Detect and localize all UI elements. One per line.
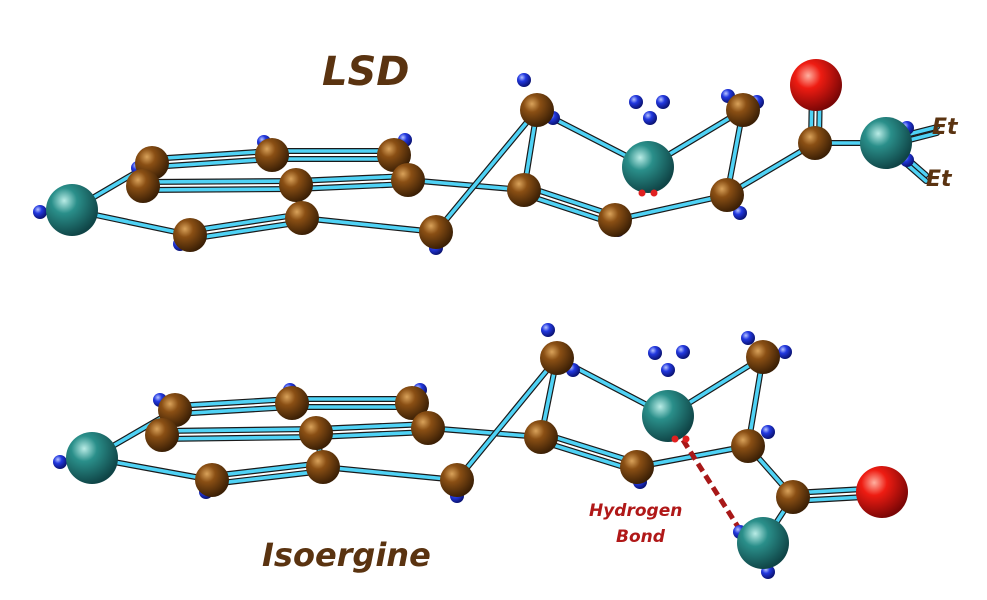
lsd-title: LSD: [322, 49, 410, 95]
lsd-carbon-atom: [255, 138, 289, 172]
lsd-bond: [434, 108, 539, 234]
lsd-carbon-atom: [377, 138, 411, 172]
hydrogen-bond-label-line2: Bond: [616, 527, 666, 547]
lsd-carbon-atom: [598, 203, 632, 237]
lsd-hydrogen-atom: [733, 206, 747, 220]
lsd-bond: [187, 212, 304, 233]
isoergine-carbon-atom: [195, 463, 229, 497]
lsd-oxygen-atom: [790, 59, 842, 111]
lsd-hydrogen-atom: [643, 111, 657, 125]
lsd-bond: [300, 216, 438, 234]
lsd-carbon-atom: [279, 168, 313, 202]
isoergine-bond: [172, 397, 294, 408]
isoergine-carbon-atom: [145, 418, 179, 452]
lsd-carbon-atom: [520, 93, 554, 127]
isoergine-lone-pair-dot: [682, 435, 690, 443]
isoergine-bond: [540, 431, 640, 465]
lsd-lone-pair-dot: [638, 189, 646, 197]
lsd-carbon-atom: [126, 169, 160, 203]
lsd-bond: [149, 149, 274, 161]
lsd-lone-pair-dot: [650, 189, 658, 197]
lsd-et-label-top: Et: [932, 115, 959, 140]
lsd-carbon-atom: [173, 218, 207, 252]
isoergine-nitrogen-atom: [642, 390, 694, 442]
isoergine-nitrogen-atom: [737, 517, 789, 569]
isoergine-hydrogen-atom: [761, 425, 775, 439]
lsd-bond: [406, 178, 526, 192]
lsd-carbon-atom: [507, 173, 541, 207]
lsd-carbon-atom: [710, 178, 744, 212]
isoergine-carbon-atom: [306, 450, 340, 484]
lsd-hydrogen-atom: [517, 73, 531, 87]
lsd-bond: [188, 220, 305, 241]
isoergine-carbon-atom: [776, 480, 810, 514]
isoergine-lone-pair-dot: [671, 435, 679, 443]
isoergine-carbon-atom: [524, 420, 558, 454]
isoergine-bond: [426, 426, 543, 439]
atoms-layer: [33, 59, 914, 579]
lsd-bond: [141, 187, 298, 192]
lsd-bond: [294, 174, 410, 183]
lsd-nitrogen-atom: [860, 117, 912, 169]
isoergine-hydrogen-atom: [541, 323, 555, 337]
isoergine-bond: [173, 405, 295, 416]
isoergine-carbon-atom: [620, 450, 654, 484]
isoergine-bond: [314, 430, 430, 439]
lsd-bond: [294, 182, 410, 191]
isoergine-hydrogen-atom: [53, 455, 67, 469]
isoergine-title: Isoergine: [262, 536, 431, 574]
isoergine-oxygen-atom: [856, 466, 908, 518]
lsd-nitrogen-atom: [46, 184, 98, 236]
isoergine-bond: [160, 427, 318, 433]
isoergine-hydrogen-atom: [741, 331, 755, 345]
lsd-carbon-atom: [798, 126, 832, 160]
isoergine-carbon-atom: [158, 393, 192, 427]
isoergine-carbon-atom: [440, 463, 474, 497]
hydrogen-bond-line: [680, 438, 743, 532]
hydrogen-bond-label-line1: Hydrogen: [589, 501, 682, 521]
isoergine-hydrogen-atom: [676, 345, 690, 359]
isoergine-bond: [160, 435, 318, 441]
isoergine-bond: [538, 439, 638, 473]
isoergine-bond: [314, 422, 430, 431]
lsd-bond: [150, 157, 275, 169]
lsd-hydrogen-atom: [629, 95, 643, 109]
isoergine-bond: [455, 356, 559, 482]
isoergine-hydrogen-atom: [778, 345, 792, 359]
lsd-carbon-atom: [285, 201, 319, 235]
isoergine-hydrogen-atom: [648, 346, 662, 360]
lsd-nitrogen-atom: [622, 141, 674, 193]
isoergine-bond: [210, 469, 326, 486]
isoergine-carbon-atom: [731, 429, 765, 463]
lsd-et-label-bottom: Et: [926, 167, 953, 192]
isoergine-hydrogen-atom: [661, 363, 675, 377]
lsd-hydrogen-atom: [33, 205, 47, 219]
isoergine-nitrogen-atom: [66, 432, 118, 484]
isoergine-bond: [321, 465, 459, 482]
lsd-bond: [725, 141, 817, 197]
lsd-hydrogen-atom: [656, 95, 670, 109]
lsd-carbon-atom: [391, 163, 425, 197]
lsd-bond: [141, 179, 298, 184]
isoergine-bond: [209, 461, 325, 478]
lsd-carbon-atom: [726, 93, 760, 127]
lsd-carbon-atom: [419, 215, 453, 249]
isoergine-carbon-atom: [395, 386, 429, 420]
lsd-bond: [613, 193, 729, 222]
isoergine-carbon-atom: [275, 386, 309, 420]
isoergine-carbon-atom: [299, 416, 333, 450]
isoergine-carbon-atom: [746, 340, 780, 374]
isoergine-carbon-atom: [411, 411, 445, 445]
isoergine-carbon-atom: [540, 341, 574, 375]
